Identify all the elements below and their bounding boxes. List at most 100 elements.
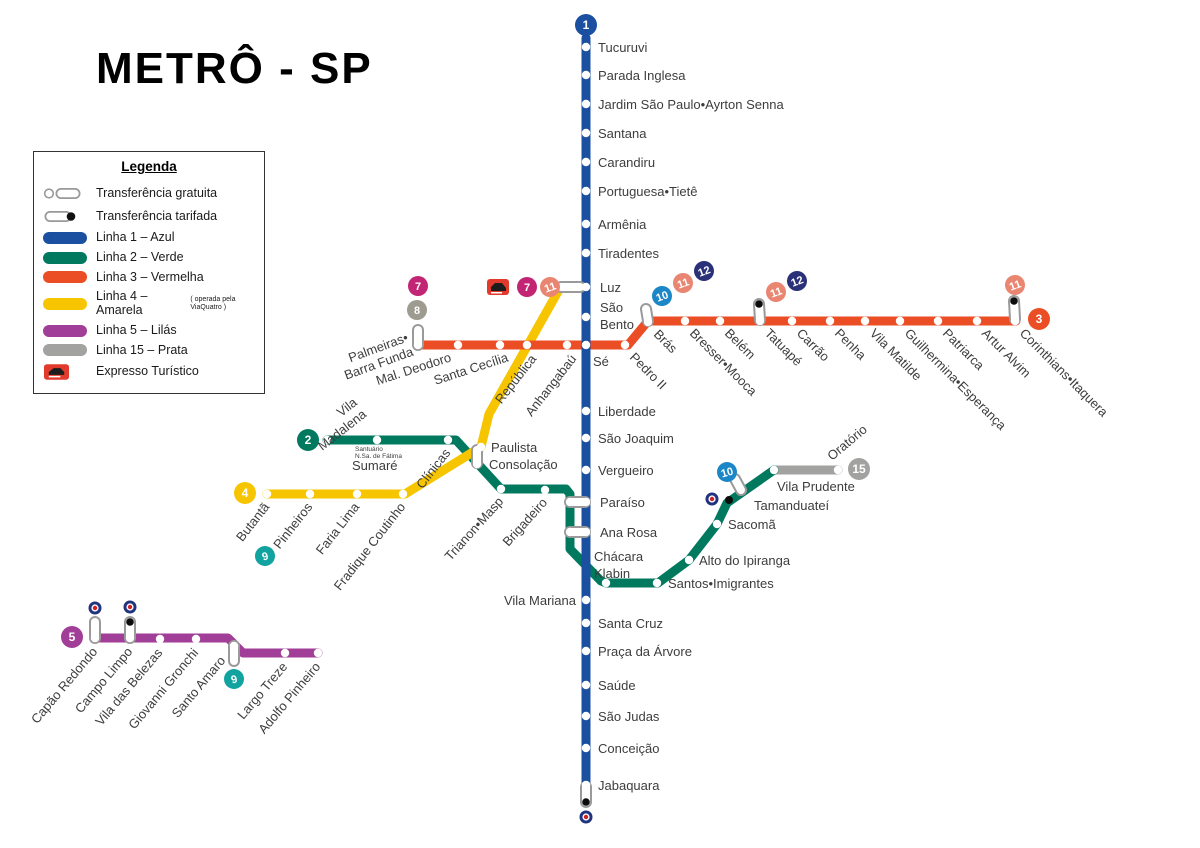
svg-text:9: 9 — [261, 550, 270, 563]
station-dot-corinthians-itaquera — [1010, 316, 1020, 326]
svg-text:10: 10 — [720, 466, 735, 481]
station-dot-vila-mariana — [581, 595, 591, 605]
station-dot-oratorio — [833, 465, 843, 475]
line-badge-12: 12 — [694, 261, 714, 281]
station-dot-anhangabau — [562, 340, 572, 350]
svg-text:7: 7 — [524, 282, 530, 294]
station-label-tamanduatei: Tamanduateí — [754, 498, 830, 513]
station-label-conceicao: Conceição — [598, 741, 659, 756]
line-badge-9: 9 — [224, 669, 244, 689]
station-label-corinthians-itaquera: Corinthians•Itaquera — [1017, 326, 1112, 421]
station-dot-pinheiros — [305, 489, 315, 499]
station-label-sacoma: Sacomã — [728, 517, 776, 532]
station-label-portuguesa-tiete: Portuguesa•Tietê — [598, 184, 697, 199]
station-label-sao-joaquim: São Joaquim — [598, 431, 674, 446]
station-dot-clinicas — [443, 435, 453, 445]
station-dot-santos-imigrantes — [652, 578, 662, 588]
legend-item-linha-2: Linha 2 – Verde — [34, 248, 264, 268]
station-dot-guilhermina-esperanca — [895, 316, 905, 326]
station-label-consolacao: Consolação — [489, 457, 558, 472]
station-dot-tucuruvi — [581, 42, 591, 52]
svg-text:7: 7 — [415, 281, 421, 293]
station-dot-fradique-coutinho — [398, 489, 408, 499]
legend-line-label: Linha 5 – Lilás — [96, 322, 177, 337]
svg-text:11: 11 — [676, 276, 691, 291]
operator-logo — [88, 601, 102, 615]
station-dot-sacoma — [712, 519, 722, 529]
line-badge-11: 11 — [540, 277, 560, 297]
legend-expresso-label: Expresso Turístico — [96, 364, 199, 379]
station-dot-santa-cruz — [581, 618, 591, 628]
station-dot-bras — [643, 317, 653, 327]
station-label-jabaquara: Jabaquara — [598, 778, 660, 793]
map-note: Santuário — [355, 446, 383, 453]
station-dot-belem — [715, 316, 725, 326]
svg-text:5: 5 — [69, 630, 76, 644]
station-dot-sao-joaquim — [581, 433, 591, 443]
station-dot-tatuape — [755, 316, 765, 326]
line-color-swatch — [43, 251, 87, 264]
line-badge-8: 8 — [407, 300, 427, 320]
expresso-turistico-icon — [487, 279, 509, 295]
station-dot-vila-madalena — [322, 435, 332, 445]
svg-text:2: 2 — [305, 433, 312, 447]
station-dot-se — [581, 340, 591, 350]
station-label-ana-rosa: Ana Rosa — [600, 525, 658, 540]
station-label-liberdade: Liberdade — [598, 404, 656, 419]
line-badge-11: 11 — [766, 282, 786, 302]
legend-item-linha-15: Linha 15 – Prata — [34, 341, 264, 361]
legend-transfer-tarifada: Transferência tarifada — [34, 205, 264, 228]
station-dot-saude — [581, 680, 591, 690]
station-label-alto-do-ipiranga: Alto do Ipiranga — [699, 553, 791, 568]
svg-text:4: 4 — [242, 486, 249, 500]
legend-heading: Legenda — [121, 159, 177, 174]
line-badge-12: 12 — [787, 271, 807, 291]
legend-item-linha-1: Linha 1 – Azul — [34, 228, 264, 248]
line-badge-7: 7 — [517, 277, 537, 297]
legend-transfer-label: Transferência gratuita — [96, 185, 218, 200]
line-badge-3: 3 — [1028, 308, 1050, 330]
station-dot-praca-da-arvore — [581, 646, 591, 656]
station-dot-faria-lima — [352, 489, 362, 499]
svg-text:11: 11 — [1008, 278, 1023, 293]
station-label-vila-mariana: Vila Mariana — [504, 593, 577, 608]
line-badge-2: 2 — [297, 429, 319, 451]
station-dot-consolacao — [472, 459, 482, 469]
station-dot-brigadeiro — [540, 485, 550, 495]
station-dot-paraiso-linha2 — [565, 497, 575, 507]
station-dot-vila-matilde — [860, 316, 870, 326]
station-label-santa-cruz: Santa Cruz — [598, 616, 663, 631]
station-label-armenia: Armênia — [598, 217, 647, 232]
station-dot-largo-treze — [280, 648, 290, 658]
line-color-swatch — [43, 231, 87, 244]
line-color-swatch — [43, 271, 87, 284]
line-badge-15: 15 — [848, 458, 870, 480]
station-label-faria-lima: Faria Lima — [313, 499, 363, 557]
station-label-se: Sé — [593, 354, 609, 369]
station-label-paulista: Paulista — [491, 440, 538, 455]
paid-transfer-icon — [44, 211, 76, 222]
station-label-oratorio: Oratório — [824, 422, 870, 464]
station-dot-artur-alvim — [972, 316, 982, 326]
line-badge-11: 11 — [673, 273, 693, 293]
svg-text:12: 12 — [697, 264, 713, 279]
svg-text:1: 1 — [583, 18, 590, 32]
station-dot-chacara-klabin — [601, 578, 611, 588]
station-dot-bresser-mooca — [680, 316, 690, 326]
station-dot-armenia — [581, 219, 591, 229]
station-dot-butanta — [262, 489, 272, 499]
svg-text:12: 12 — [790, 274, 806, 289]
svg-text:9: 9 — [230, 673, 239, 686]
station-label-penha: Penha — [832, 326, 870, 364]
station-label-brigadeiro: Brigadeiro — [499, 495, 550, 549]
station-label-parada-inglesa: Parada Inglesa — [598, 68, 686, 83]
line-color-swatch — [43, 344, 87, 357]
svg-text:8: 8 — [414, 305, 420, 317]
svg-text:3: 3 — [1036, 312, 1043, 326]
station-label-pinheiros: Pinheiros — [270, 499, 315, 551]
operator-logo — [123, 600, 137, 614]
station-dot-mal-deodoro — [453, 340, 463, 350]
station-dot-santana — [581, 128, 591, 138]
map-note: N.Sa. de Fátima — [355, 453, 402, 460]
